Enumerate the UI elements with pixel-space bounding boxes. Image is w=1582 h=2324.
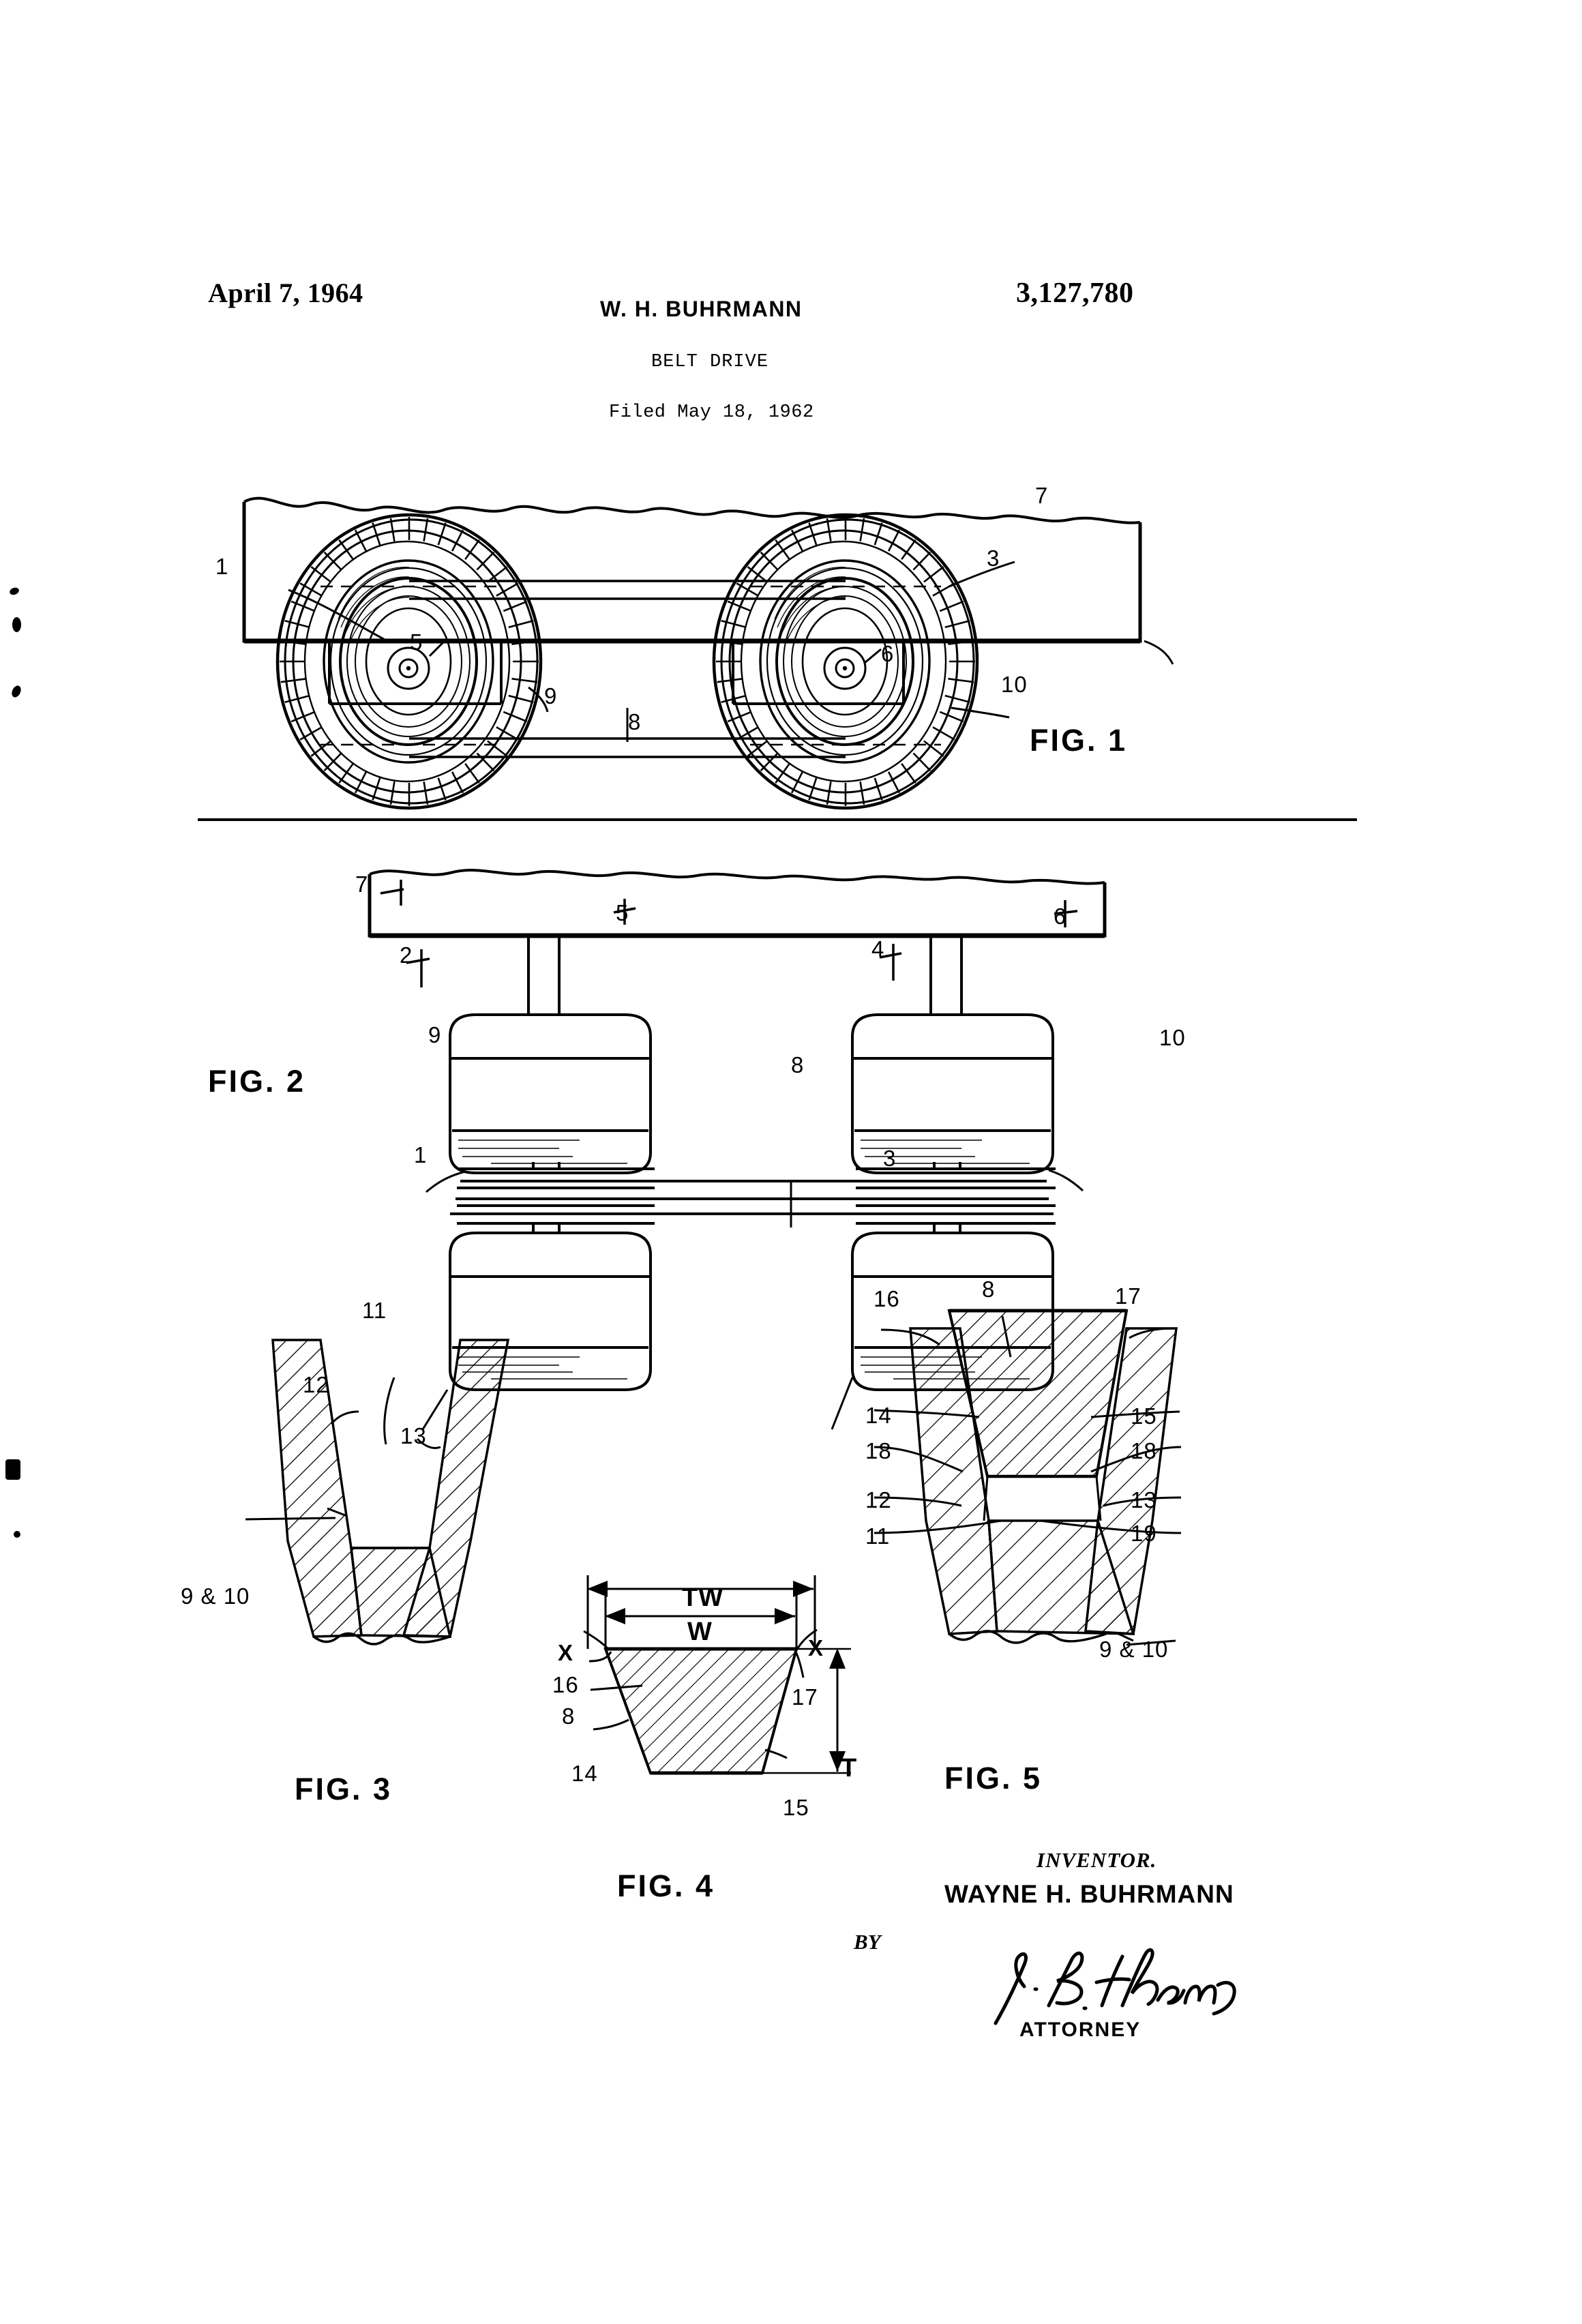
ref-num-5: 5 — [410, 629, 423, 655]
figure-3-caption: FIG. 3 — [295, 1772, 393, 1806]
figure-5-caption: FIG. 5 — [944, 1761, 1043, 1796]
ref-num-4: 4 — [871, 936, 885, 962]
ref-num-12: 12 — [865, 1487, 892, 1513]
ref-num-12: 12 — [303, 1372, 329, 1397]
ref-num-11: 11 — [865, 1523, 891, 1549]
inventor-header: W. H. BUHRMANN — [600, 297, 803, 321]
ref-num-3: 3 — [987, 546, 1000, 571]
ref-num-13: 13 — [1131, 1487, 1157, 1513]
figure-3-drawing — [245, 1339, 510, 1645]
filing-date: Filed May 18, 1962 — [609, 402, 814, 423]
patent-title: BELT DRIVE — [651, 352, 769, 372]
figure-1-drawing — [198, 496, 1357, 821]
ref-num-16: 16 — [874, 1286, 900, 1311]
dimension-label-w: W — [687, 1618, 713, 1646]
ref-num-10: 10 — [1001, 672, 1028, 697]
ref-num-14: 14 — [571, 1761, 598, 1786]
patent-number: 3,127,780 — [1016, 278, 1134, 309]
ref-num-6: 6 — [1054, 904, 1067, 929]
scan-artifact — [14, 1531, 20, 1538]
figure-2-leader-ticks — [380, 880, 1078, 987]
dimension-label-t: T — [841, 1754, 858, 1783]
by-label: BY — [854, 1930, 881, 1954]
ref-num-1: 1 — [414, 1142, 428, 1167]
ref-num-1: 1 — [215, 554, 229, 579]
ref-num-18-left: 18 — [865, 1438, 892, 1463]
attorney-label: ATTORNEY — [1019, 2018, 1141, 2041]
ref-num-9-and-10: 9 & 10 — [1099, 1637, 1169, 1662]
ref-num-13: 13 — [400, 1423, 427, 1448]
ref-num-8: 8 — [982, 1277, 996, 1302]
ref-num-17: 17 — [1115, 1283, 1141, 1309]
figure-2-drawing-lower — [421, 1162, 1084, 1430]
ref-num-14: 14 — [865, 1403, 892, 1428]
ref-num-17: 17 — [792, 1684, 818, 1710]
ref-num-x-right: X — [808, 1635, 824, 1660]
figure-2-caption: FIG. 2 — [208, 1064, 306, 1099]
ref-num-10: 10 — [1159, 1025, 1186, 1050]
figure-1-caption: FIG. 1 — [1030, 723, 1128, 758]
figure-5-drawing — [874, 1309, 1182, 1646]
inventor-label: INVENTOR. — [1036, 1848, 1157, 1872]
ref-num-16: 16 — [552, 1672, 579, 1697]
publication-date: April 7, 1964 — [208, 278, 363, 308]
ref-num-15: 15 — [1131, 1403, 1157, 1429]
figure-4-caption: FIG. 4 — [617, 1868, 715, 1903]
ref-num-18-right: 18 — [1131, 1438, 1157, 1463]
ref-num-9-and-10: 9 & 10 — [181, 1583, 250, 1609]
scan-artifact — [10, 684, 23, 699]
ref-num-9: 9 — [544, 683, 558, 709]
scan-artifact — [12, 617, 21, 632]
dimension-label-tw: TW — [682, 1583, 724, 1612]
ref-num-11: 11 — [362, 1298, 387, 1323]
attorney-signature — [994, 1948, 1236, 2025]
inventor-name: WAYNE H. BUHRMANN — [944, 1880, 1234, 1908]
scan-artifact — [5, 1459, 20, 1480]
ref-num-7: 7 — [1035, 483, 1049, 508]
ref-num-3: 3 — [883, 1146, 897, 1171]
ref-num-7: 7 — [355, 872, 369, 897]
ref-num-9: 9 — [428, 1022, 442, 1047]
ref-num-15: 15 — [783, 1795, 809, 1820]
ref-num-6: 6 — [881, 641, 895, 666]
ref-num-8: 8 — [628, 709, 642, 734]
ref-num-8: 8 — [791, 1052, 805, 1077]
figure-2-drawing — [368, 869, 1107, 1174]
ref-num-8: 8 — [562, 1703, 576, 1729]
figure-4-drawing — [583, 1575, 851, 1775]
ref-num-19: 19 — [1131, 1521, 1157, 1546]
scan-artifact — [8, 586, 20, 597]
ref-num-x-left: X — [558, 1640, 574, 1665]
